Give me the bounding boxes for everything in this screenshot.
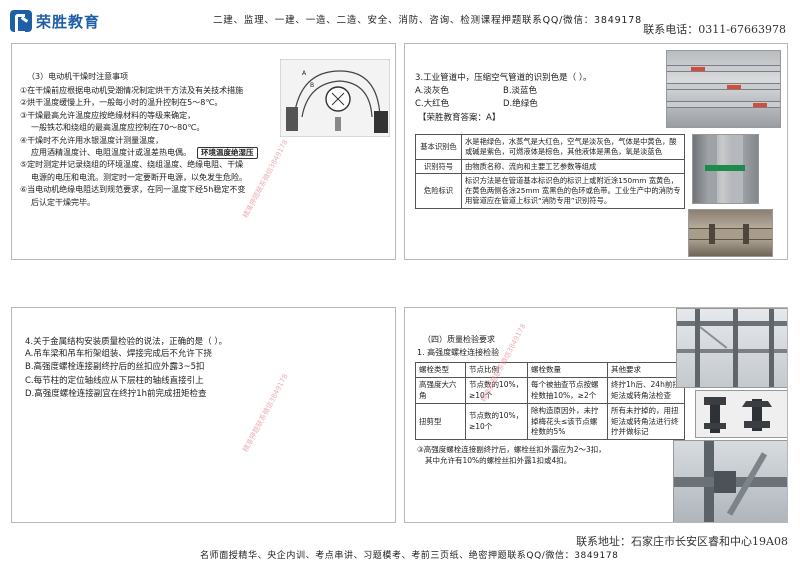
pipe-photo-flanges (688, 209, 773, 257)
table-cell: 终拧1h后、24h前扭矩法或转角法检查 (607, 377, 685, 405)
table-header-cell: 节点比例 (465, 361, 528, 379)
options-row: C.大红色 D.绝绿色 (415, 98, 615, 111)
steel-frame-photo (676, 308, 787, 388)
note-line: ②烘干温度缓慢上升，一般每小时的温升控制在5～8℃。 (20, 98, 223, 108)
watermark: 精准押题联系微信3849178 (241, 372, 290, 454)
table-row: 扭剪型 节点数的10%，≥10个 除构造原因外，未拧掉梅花头≤该节点螺栓数的5%… (415, 403, 685, 441)
table-row: 危险标识 标识方法是在管道基本标识色的标识上或附近涂150mm 宽黄色，在黄色两… (415, 173, 685, 209)
table-row: 高强度大六角 节点数的10%，≥10个 每个被抽查节点按螺栓数抽10%，≥2个 … (415, 377, 685, 405)
note-line: ③高强度螺栓连接副终拧后，螺栓丝扣外露应为2～3扣， (417, 445, 606, 454)
question-text: 4.关于金属结构安装质量检验的说法，正确的是（ ）。 (25, 337, 228, 347)
option-a: A.吊车梁和吊车桁架组装、焊接完成后不允许下挠 (25, 349, 212, 359)
note-line: 一般铁芯和绕组的最高温度应控制在70～80℃。 (31, 123, 205, 133)
table-cell: 所有未拧掉的，用扭矩法或转角法进行终拧并做标记 (607, 403, 685, 441)
option-d: D.绝绿色 (503, 98, 538, 109)
pipe-photo-overhead (666, 50, 781, 128)
footer-address: 联系地址：石家庄市长安区睿和中心19A08 (576, 535, 788, 548)
footer-banner: 名师面授精华、央企内训、考点串讲、习题模考、考前三页纸、绝密押题联系QQ/微信：… (200, 551, 619, 561)
bolt-note: ③高强度螺栓连接副终拧后，螺栓丝扣外露应为2～3扣， 其中允许有10%的螺栓丝扣… (417, 444, 606, 466)
option-b: B.高强度螺栓连接副终拧后的丝扣应外露3~5扣 (25, 362, 205, 373)
slide-steel-structure-question: 4.关于金属结构安装质量检验的说法，正确的是（ ）。 A.吊车梁和吊车桁架组装、… (11, 307, 396, 523)
table-cell: 除构造原因外，未拧掉梅花头≤该节点螺栓数的5% (527, 403, 608, 441)
table-header-row: 螺栓类型 节点比例 螺栓数量 其他要求 (415, 361, 685, 379)
note-line: ④干燥时不允许用水银温度计测量温度， (20, 135, 164, 145)
slide-bolt-inspection: （四）质量检验要求 1. 高强度螺栓连接检验 螺栓类型 节点比例 螺栓数量 其他… (404, 307, 788, 523)
table-cell-text: 水是艳绿色，水蒸气是大红色，空气是淡灰色，气体是中黄色，酸或碱是紫色，可燃液体是… (461, 134, 685, 160)
brand-logo: 荣胜教育 (10, 8, 120, 34)
steel-joint-photo (673, 440, 787, 522)
table-cell: 节点数的10%，≥10个 (465, 403, 528, 441)
note-line-text: 应用酒精温度计、电阻温度计或温差热电偶。 (31, 148, 191, 158)
slide-pipe-colors: 3.工业管道中，压缩空气管道的识别色是（ ）。 A.淡灰色 B.淡蓝色 C.大红… (404, 43, 788, 260)
table-row: 识别符号 由物质名称、流向和主要工艺参数等组成 (415, 158, 685, 175)
table-cell-label: 危险标识 (415, 173, 462, 209)
table-header-cell: 螺栓数量 (527, 361, 608, 379)
note-line: ⑥当电动机绝缘电阻达到规范要求，在同一温度下经5h稳定不变 (20, 185, 246, 195)
drying-notes: ①在干燥前应根据电动机受潮情况制定烘干方法及有关技术措施 ②烘干温度缓慢上升，一… (20, 85, 290, 209)
option-d: D.高强度螺栓连接副宜在终拧1h前完成扭矩检查 (25, 389, 207, 400)
answer-key: 【荣胜教育答案：A】 (418, 113, 501, 123)
answer-options: A.吊车梁和吊车桁架组装、焊接完成后不允许下挠 B.高强度螺栓连接副终拧后的丝扣… (25, 348, 212, 402)
option-c: C.每节柱的定位轴线应从下层柱的轴线直接引上 (25, 375, 204, 386)
note-line-with-callout: 应用酒精温度计、电阻温度计或温差热电偶。环境温度绝湿压 (20, 147, 290, 160)
table-cell-text: 由物质名称、流向和主要工艺参数等组成 (461, 158, 685, 175)
thermometer-diagram: A B (280, 59, 390, 137)
option-a: A.淡灰色 (415, 86, 449, 96)
table-header-cell: 其他要求 (607, 361, 685, 379)
bolt-inspection-table: 螺栓类型 节点比例 螺栓数量 其他要求 高强度大六角 节点数的10%，≥10个 … (415, 361, 685, 441)
header-phone: 联系电话：0311-67663978 (643, 23, 786, 36)
callout-label: 环境温度绝湿压 (197, 147, 258, 160)
note-line: 后认定干燥完毕。 (31, 197, 95, 207)
note-line: ①在干燥前应根据电动机受潮情况制定烘干方法及有关技术措施 (20, 86, 244, 95)
option-c: C.大红色 (415, 98, 450, 109)
table-header-cell: 螺栓类型 (415, 361, 466, 379)
option-b: B.淡蓝色 (503, 86, 538, 96)
note-line: 电源的电压和电流。测定时一定要断开电源，以免发生危险。 (31, 172, 247, 182)
note-line: 其中允许有10%的螺栓丝扣外露1扣或4扣。 (425, 456, 572, 465)
note-line: ③干燥最高允许温度应按绝缘材料的等级来确定， (20, 110, 196, 120)
figure-label-a: A (302, 70, 307, 77)
pipe-color-table: 基本识别色 水是艳绿色，水蒸气是大红色，空气是淡灰色，气体是中黄色，酸或碱是紫色… (415, 134, 685, 209)
brand-mark-icon (10, 10, 32, 34)
answer-options: A.淡灰色 B.淡蓝色 C.大红色 D.绝绿色 (415, 85, 615, 110)
table-cell: 高强度大六角 (415, 377, 466, 405)
slide-title: （四）质量检验要求 (423, 335, 495, 344)
header-banner: 二建、监理、一建、一造、二造、安全、消防、咨询、检测课程押题联系QQ/微信：38… (213, 15, 642, 26)
table-cell: 每个被抽查节点按螺栓数抽10%，≥2个 (527, 377, 608, 405)
slide-motor-drying: （3）电动机干燥时注意事项 ①在干燥前应根据电动机受潮情况制定烘干方法及有关技术… (11, 43, 396, 260)
slide-title: （3）电动机干燥时注意事项 (27, 72, 129, 81)
slide-subtitle: 1. 高强度螺栓连接检验 (417, 348, 500, 357)
table-cell-label: 基本识别色 (415, 134, 462, 160)
pipe-photo-vertical (692, 134, 759, 204)
question-text: 3.工业管道中，压缩空气管道的识别色是（ ）。 (415, 73, 592, 83)
figure-label-b: B (310, 82, 314, 89)
note-line: ⑤定时测定并记录绕组的环境温度、绕组温度、绝缘电阻、干燥 (20, 160, 244, 170)
brand-name: 荣胜教育 (36, 12, 101, 31)
options-row: A.淡灰色 B.淡蓝色 (415, 85, 615, 98)
table-cell-label: 识别符号 (415, 158, 462, 175)
bolt-photo (695, 390, 787, 438)
table-cell-text: 标识方法是在管道基本标识色的标识上或附近涂150mm 宽黄色，在黄色两侧各涂25… (461, 173, 685, 209)
table-row: 基本识别色 水是艳绿色，水蒸气是大红色，空气是淡灰色，气体是中黄色，酸或碱是紫色… (415, 134, 685, 160)
table-cell: 扭剪型 (415, 403, 466, 441)
